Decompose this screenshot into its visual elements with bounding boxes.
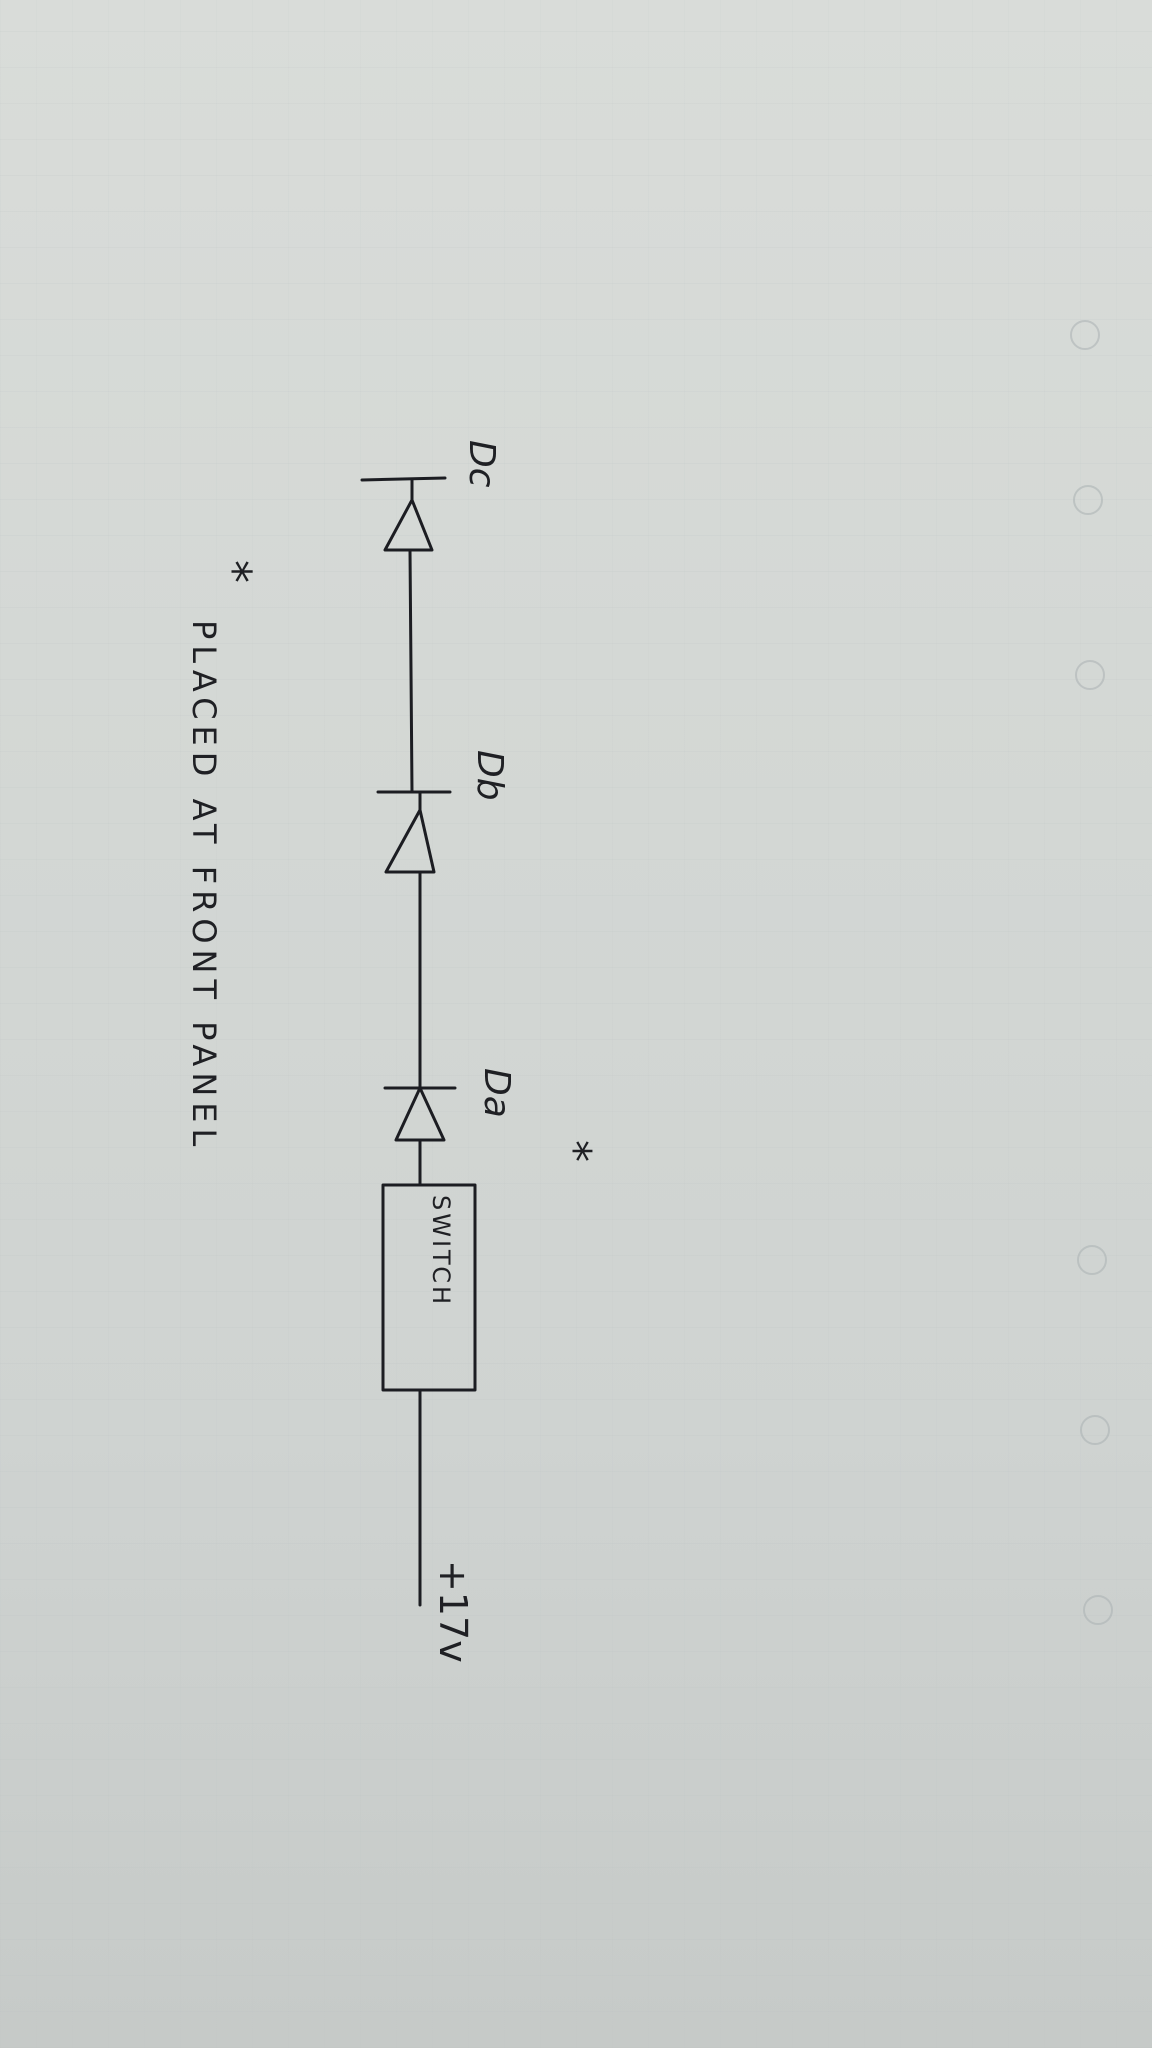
diode-da-marker: * <box>549 1140 600 1162</box>
diode-db <box>376 790 452 874</box>
switch-box <box>381 1183 477 1392</box>
supply-label: +17v <box>431 1560 475 1663</box>
diode-db-label: Db <box>469 750 510 801</box>
switch-label: SWITCH <box>427 1195 455 1307</box>
binder-holes <box>1070 320 1113 1625</box>
diode-da-label: Da <box>476 1068 517 1118</box>
diode-dc-label: Dc <box>461 440 502 488</box>
diode-da <box>383 1086 457 1142</box>
db-to-dc-wire <box>408 548 414 794</box>
footnote-marker: * <box>207 560 261 583</box>
diode-dc <box>360 476 447 552</box>
footnote-text: PLACED AT FRONT PANEL <box>185 620 223 1152</box>
